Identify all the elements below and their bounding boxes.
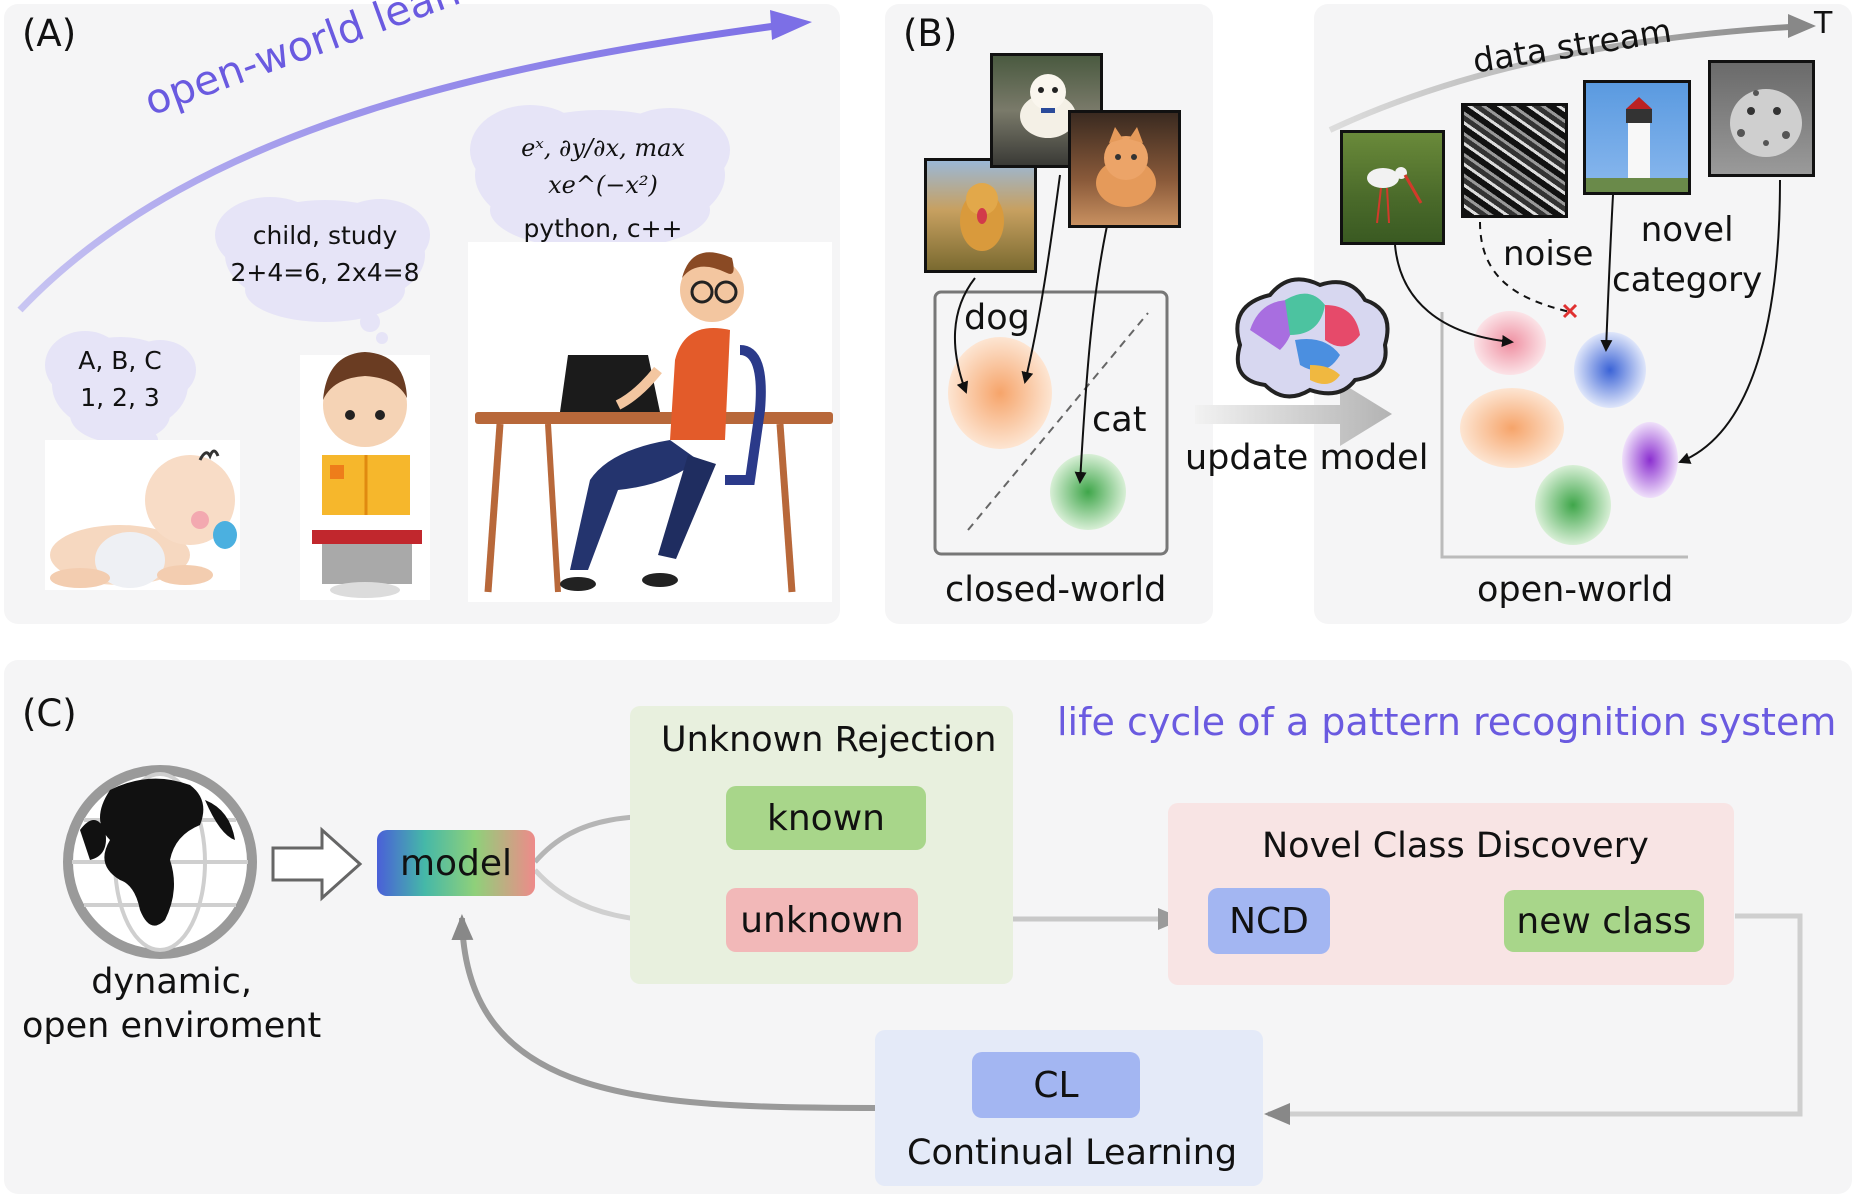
panel-a-label: (A)	[22, 12, 77, 55]
unknown-rejection-title: Unknown Rejection	[661, 720, 997, 760]
cat-photo	[1068, 110, 1181, 228]
bubble-baby-line2: 1, 2, 3	[80, 383, 160, 412]
bubble-adult-shape	[470, 105, 730, 278]
unknown-box[interactable]: unknown	[726, 888, 918, 952]
newclass-to-cl-arrow	[1264, 913, 1803, 1125]
cat-arrow	[1074, 211, 1111, 484]
dog-cluster	[948, 337, 1052, 449]
open-world-arrowhead	[770, 10, 812, 40]
cat-cluster	[1050, 454, 1126, 530]
open-orange-cluster	[1460, 388, 1564, 468]
brain-icon	[1235, 277, 1390, 399]
cl-box[interactable]: CL	[972, 1052, 1140, 1118]
bubble-adult-math: eˣ, ∂y/∂x, max xe^(−x²)	[521, 134, 685, 199]
stork-arrow	[1394, 244, 1514, 347]
bubble-adult-text: eˣ, ∂y/∂x, max xe^(−x²) python, c++	[478, 130, 728, 247]
data-stream-curve	[1328, 23, 1806, 133]
lighthouse-arrow	[1600, 194, 1614, 352]
data-stream-arrowhead	[1788, 14, 1816, 38]
open-world-label: open-world	[1477, 570, 1674, 610]
dog-arrow-2	[1021, 174, 1061, 384]
noise-label: noise	[1503, 234, 1594, 274]
leopard-arrow	[1678, 179, 1781, 464]
stork-photo	[1340, 130, 1445, 245]
open-blue-cluster	[1574, 332, 1646, 408]
bubble-child-line1: child, study	[252, 221, 398, 250]
child-illustration	[300, 352, 430, 600]
decision-boundary	[967, 312, 1149, 531]
ncd-title: Novel Class Discovery	[1262, 826, 1649, 866]
env-line1: dynamic,	[91, 962, 252, 1002]
open-purple-cluster	[1622, 422, 1678, 498]
bubble-child-shape	[215, 197, 430, 344]
cl-title: Continual Learning	[907, 1133, 1238, 1173]
lifecycle-title: life cycle of a pattern recognition syst…	[1057, 700, 1837, 744]
panel-b-label: (B)	[903, 12, 958, 55]
novel-line1: novel	[1640, 210, 1734, 250]
update-model-label: update model	[1185, 438, 1429, 478]
environment-label: dynamic, open enviroment	[22, 960, 321, 1048]
noise-photo	[1461, 103, 1568, 218]
closed-world-label: closed-world	[945, 570, 1167, 610]
noise-arrow	[1479, 221, 1571, 313]
bubble-adult-line2: python, c++	[523, 214, 683, 243]
bubble-baby-line1: A, B, C	[78, 346, 162, 375]
noise-reject-mark	[1562, 303, 1578, 319]
open-green-cluster	[1535, 465, 1611, 545]
model-box[interactable]: model	[377, 830, 535, 896]
input-arrow	[271, 826, 363, 902]
update-model-arrow	[1195, 382, 1392, 446]
new-class-box[interactable]: new class	[1504, 890, 1704, 952]
dog-photo-grass	[924, 158, 1037, 273]
ncd-box[interactable]: NCD	[1208, 888, 1330, 954]
closed-world-box	[933, 290, 1169, 556]
bubble-child-line2: 2+4=6, 2x4=8	[230, 258, 420, 287]
lighthouse-photo	[1583, 80, 1691, 195]
dog-label: dog	[964, 298, 1030, 338]
baby-illustration	[45, 440, 240, 590]
open-world-curve	[17, 20, 791, 313]
globe-icon	[63, 765, 257, 959]
open-world-axes	[1440, 312, 1688, 559]
cat-label: cat	[1092, 400, 1147, 440]
cl-to-model-arrow	[451, 914, 876, 1111]
known-box[interactable]: known	[726, 786, 926, 850]
open-pink-cluster	[1474, 311, 1546, 375]
panel-c-label: (C)	[22, 692, 77, 735]
bubble-child-text: child, study 2+4=6, 2x4=8	[215, 217, 435, 291]
novel-category-label: novel category	[1612, 205, 1762, 305]
novel-line2: category	[1612, 260, 1763, 300]
env-line2: open enviroment	[22, 1006, 322, 1046]
leopard-photo	[1708, 60, 1815, 177]
dog-arrow-1	[953, 277, 976, 394]
adult-illustration	[468, 242, 833, 602]
time-label: T	[1814, 6, 1833, 41]
bubble-baby-text: A, B, C 1, 2, 3	[60, 342, 180, 416]
